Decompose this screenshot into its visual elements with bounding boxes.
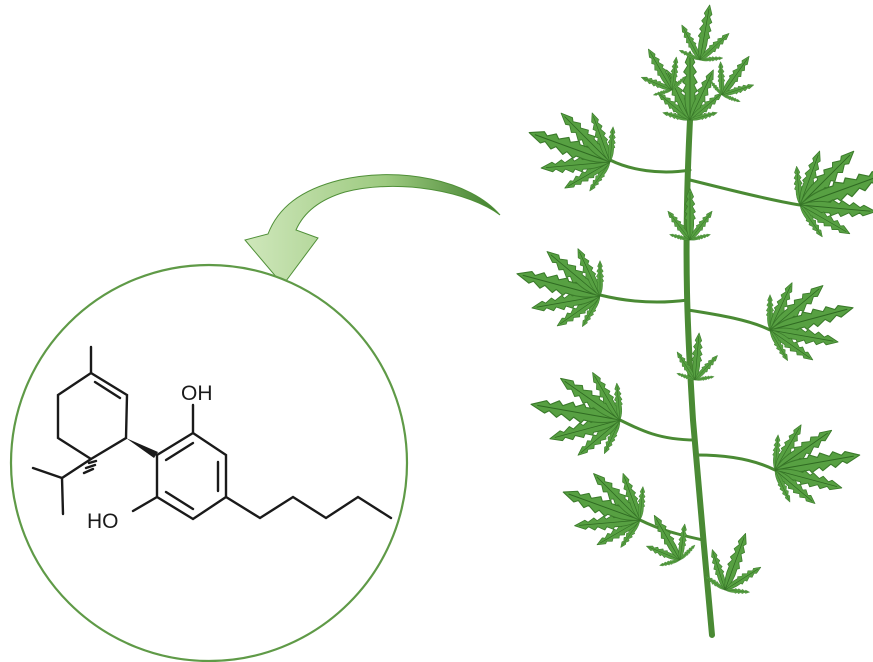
cannabis-plant-icon bbox=[514, 3, 873, 638]
curved-arrow-icon bbox=[244, 174, 501, 286]
cbd-molecule: OH HO bbox=[31, 345, 393, 533]
molecule-circle bbox=[9, 263, 409, 662]
oh-top-label: OH bbox=[181, 382, 213, 405]
oh-bottom-label: HO bbox=[87, 510, 119, 533]
